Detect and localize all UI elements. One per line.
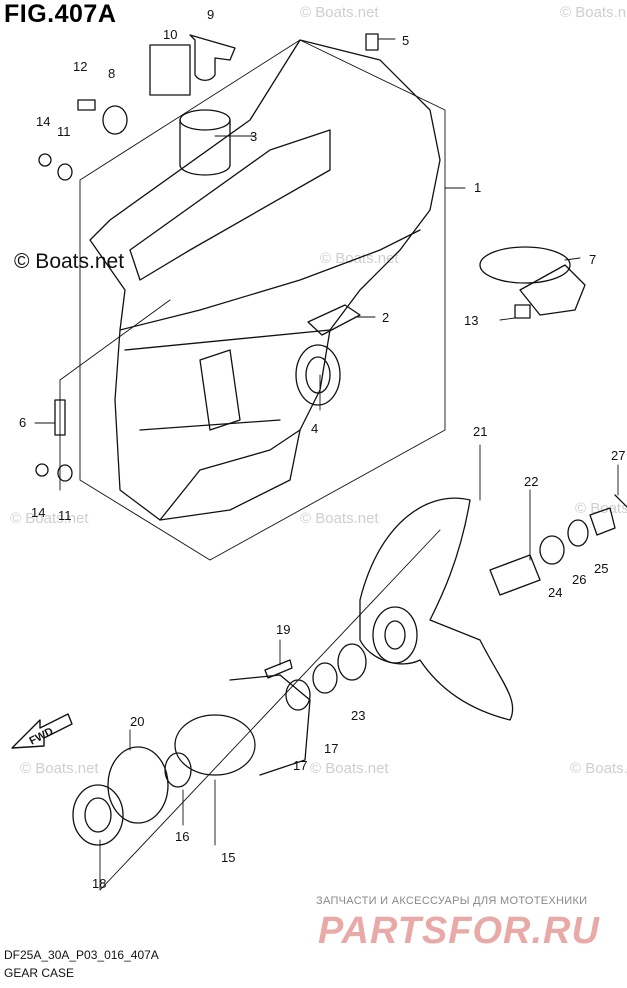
needle-bearing-3 (179, 109, 231, 131)
seal-23 (337, 643, 367, 681)
watermark: © Boats.net (320, 250, 399, 267)
callout-16: 16 (175, 829, 189, 844)
callout-19: 19 (276, 622, 290, 637)
callout-10: 10 (163, 27, 177, 42)
washer-24 (539, 535, 565, 565)
bush-8 (102, 105, 128, 135)
callout-26: 26 (572, 572, 586, 587)
shop-logo: PARTSFOR.RU (318, 910, 600, 952)
figure-name: GEAR CASE (4, 966, 75, 980)
callout-13: 13 (464, 313, 478, 328)
bearing-16 (164, 752, 192, 788)
washer-26 (567, 519, 589, 547)
bolt-13 (514, 304, 531, 319)
bolt-12 (77, 99, 96, 111)
callout-20: 20 (130, 714, 144, 729)
seal-17 (285, 679, 311, 711)
callout-22: 22 (524, 474, 538, 489)
watermark-main: © Boats.net (14, 250, 125, 273)
callout-25: 25 (594, 561, 608, 576)
anode-plate-7 (479, 246, 571, 284)
oil-seal-4 (295, 344, 341, 406)
callout-1: 1 (474, 180, 481, 195)
clamp-9 (189, 34, 236, 81)
callout-11b: 11 (58, 508, 72, 523)
callout-15: 15 (221, 850, 235, 865)
pin-5 (365, 33, 379, 51)
callout-12: 12 (73, 59, 87, 74)
watermark: © Boats.net (20, 760, 99, 777)
callout-23: 23 (351, 708, 365, 723)
cotter-pin-27 (614, 494, 627, 508)
callout-8: 8 (108, 66, 115, 81)
part-2 (307, 304, 361, 336)
shop-tagline: ЗАПЧАСТИ И АКСЕССУАРЫ ДЛЯ МОТОТЕХНИКИ (316, 895, 588, 907)
callout-14: 14 (36, 114, 50, 129)
watermark: © Boats.net (560, 4, 627, 21)
watermark: © Boats.net (575, 500, 627, 517)
callout-6: 6 (19, 415, 26, 430)
callout-4: 4 (311, 421, 318, 436)
watermark: © Boats.net (10, 510, 89, 527)
callout-24: 24 (548, 585, 562, 600)
callout-9: 9 (207, 7, 214, 22)
o-ring-20 (107, 746, 169, 824)
callout-17a: 17 (324, 741, 338, 756)
bolt-19 (264, 659, 293, 679)
callout-27: 27 (611, 448, 625, 463)
propeller-21 (359, 497, 514, 721)
washer-11 (57, 163, 73, 181)
callout-7: 7 (589, 252, 596, 267)
bearing-18 (72, 784, 124, 846)
housing-15 (174, 714, 256, 776)
callout-3: 3 (250, 129, 257, 144)
watermark: © Boats.net (570, 760, 627, 777)
watermark: © Boats.net (300, 4, 379, 21)
figure-title: FIG.407A (4, 0, 117, 28)
callout-5: 5 (402, 33, 409, 48)
callout-2: 2 (382, 310, 389, 325)
nut-25 (589, 507, 616, 536)
shim-10 (149, 44, 191, 96)
bolt-14 (38, 153, 52, 167)
fwd-arrow (11, 713, 73, 749)
callout-17b: 17 (293, 758, 307, 773)
callout-14b: 14 (31, 505, 45, 520)
callout-11: 11 (57, 124, 71, 139)
figure-code: DF25A_30A_P03_016_407A (4, 948, 159, 962)
spacer-22 (489, 554, 541, 596)
watermark: © Boats.net (300, 510, 379, 527)
callout-18: 18 (92, 876, 106, 891)
gear-case-body (89, 39, 441, 521)
callout-21: 21 (473, 424, 487, 439)
watermark: © Boats.net (310, 760, 389, 777)
